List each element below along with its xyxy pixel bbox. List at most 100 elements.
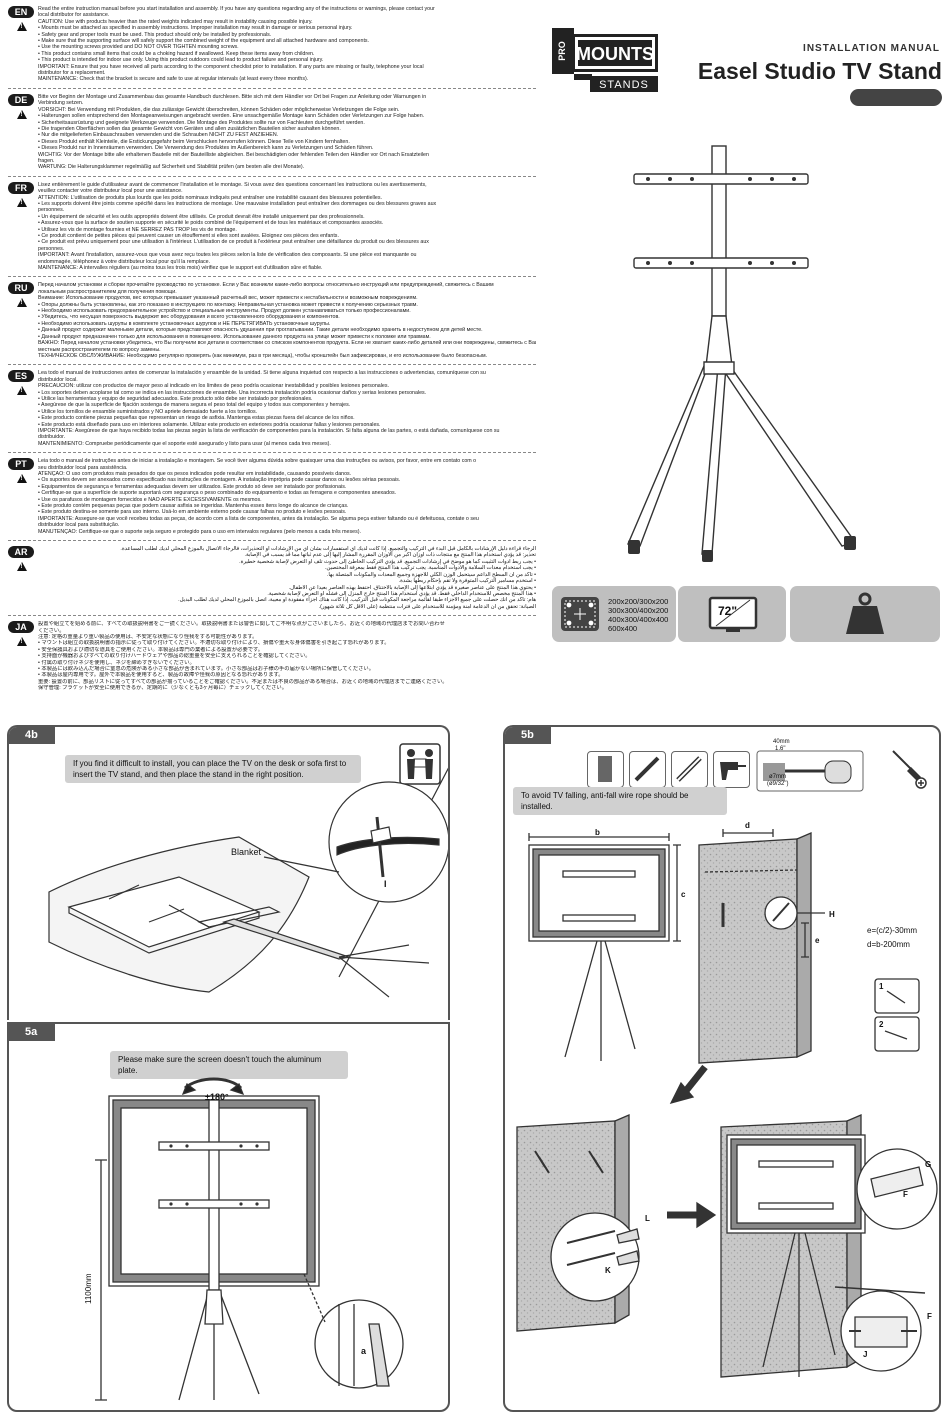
instruction-line: 注意: 定格の重量より重い製品の使用は、不安定な状態になり怪我をする可能性があり… — [38, 633, 258, 640]
formula-d: d=b-200mm — [867, 940, 910, 949]
instruction-line: • 本製品には飲み込んだ場合に窒息の危険がある小さな部品が含まれています。小さな… — [38, 665, 375, 672]
part-l: L — [645, 1214, 650, 1223]
lang-code-badge: ES — [8, 370, 34, 383]
instruction-line: تحذير: قد يؤدي استخدام هذا المنتج مع منت… — [244, 552, 536, 559]
level-tool-icon — [671, 751, 708, 788]
drill-diameter-in: (ø9/32") — [767, 781, 789, 787]
instruction-line: الصيانة: تحقق من أن الدعامة آمنة ومؤمنة … — [318, 603, 536, 610]
instruction-line: • 本製品は屋内専用です。屋外で本製品を使用すると、製品の故障や怪我の原因となる… — [38, 672, 284, 679]
instruction-line: Read the entire instruction manual befor… — [38, 6, 435, 12]
lang-code-badge: RU — [8, 282, 34, 295]
lang-code-badge: DE — [8, 93, 34, 106]
weight-capacity-card — [790, 586, 940, 642]
vesa-size: 400x300/400x400 — [608, 615, 669, 624]
promounts-logo: PRO MOUNTS STANDS — [552, 28, 658, 92]
instruction-line: distribuidor local para substituição. — [38, 522, 120, 529]
instruction-line: ATENÇÃO: O uso com produtos mais pesados… — [38, 471, 352, 477]
lang-block-ar: ARالرجاء قراءة دليل الإرشادات بالكامل قب… — [8, 546, 536, 617]
weight-capacity-icon — [846, 592, 884, 634]
instruction-line: местным распространителем по вопросу зам… — [38, 346, 161, 353]
lang-code-badge: EN — [8, 6, 34, 18]
part-f: F — [903, 1190, 908, 1199]
warning-triangle-icon — [17, 197, 27, 207]
part-h: H — [829, 910, 835, 919]
lang-block-en: EN Read the entire instruction manual bef… — [8, 6, 536, 89]
instruction-line: personnes. — [38, 207, 65, 214]
instruction-line: Bitte vor Beginn der Montage und Zusamme… — [38, 93, 427, 100]
instruction-line: Перед началом установки и сборки прочита… — [38, 282, 494, 289]
instruction-line: • Os suportes devem ser anexados como es… — [38, 477, 401, 484]
instruction-line: CAUTION: Use with products heavier than … — [38, 18, 313, 25]
blanket-label: Blanket — [231, 847, 262, 857]
instruction-line: • يحتوي هذا المنتج على عناصر صغيرة قد يؤ… — [288, 584, 536, 591]
instruction-line: MANTENIMIENTO: Compruebe periódicamente … — [38, 440, 331, 447]
instruction-line: • Utilice las herramientas y equipo de s… — [38, 395, 313, 402]
instruction-line: • This product contains small items that… — [38, 50, 315, 57]
instruction-line: • This product is intended for indoor us… — [38, 57, 324, 64]
part-g: G — [925, 1160, 931, 1169]
wall-panel-tool — [587, 751, 624, 788]
dim-e: e — [815, 936, 820, 945]
drill-diameter-mm: ø7mm — [769, 774, 786, 780]
lang-block-es: ESLea todo el manual de instrucciones an… — [8, 370, 536, 454]
step-5a-illustration: ±180° 1100mm a — [84, 1077, 404, 1401]
drill-icon — [713, 751, 750, 788]
instruction-line: • 安全保護具および適切な道具をご使用ください。本製品は専門の業者による設置が必… — [38, 646, 264, 653]
instruction-line: distributor for a replacement. — [38, 70, 106, 77]
step-4b-note: If you find it difficult to install, you… — [65, 755, 361, 783]
language-instructions: EN Read the entire instruction manual bef… — [8, 6, 536, 702]
instruction-line: Verbindung setzen. — [38, 100, 84, 107]
title-pill-decoration — [850, 89, 942, 106]
instruction-line: • マウントは組立の取扱説明書の指示に従って取り付けてください。不適切な取り付け… — [38, 640, 390, 647]
instruction-line: ТЕХНИЧЕСКОЕ ОБСЛУЖИВАНИЕ: Необходимо рег… — [38, 352, 488, 359]
instruction-line: 重要: 設置の前に、部品リストに従ってすべての部品が揃っていることをご確認くださ… — [38, 678, 448, 685]
formula-e: e=(c/2)-30mm — [867, 926, 917, 935]
step-tag: 5b — [505, 727, 551, 744]
instruction-line: الرجاء قراءة دليل الإرشادات بالكامل قبل … — [120, 546, 536, 553]
instruction-line: • Les supports doivent être joints comme… — [38, 200, 437, 207]
step-4b-panel: 4b If you find it difficult to install, … — [7, 725, 450, 1020]
tv-size-icon — [708, 596, 758, 632]
instruction-line: endommagée, téléphonez à votre distribut… — [38, 258, 211, 265]
step-5b-illustration: b c d e H K L G F F J 1 2 e=(c/2)-30mm d… — [516, 821, 938, 1378]
instruction-line: Внимание: Использование продуктов, вес к… — [38, 295, 418, 302]
logo-top-text: PRO — [557, 41, 567, 61]
vesa-pattern-icon — [561, 597, 599, 631]
instruction-line: IMPORTANT: Avant l'installation, assurez… — [38, 252, 417, 259]
lang-block-ru: RU Перед началом установки и сборки прочи… — [8, 282, 536, 366]
step-5b-panel: 5b 40mm 1.6" ø7mm (ø9/32") To avoid TV f… — [503, 725, 941, 1412]
instruction-line: PRECAUCIÓN: utilizar con productos de ma… — [38, 383, 389, 390]
instruction-line: WICHTIG: Vor der Montage bitte alle erha… — [38, 151, 429, 158]
dim-b: b — [595, 828, 600, 837]
part-j: J — [863, 1350, 867, 1359]
instruction-line: MAINTENANCE: A intervalles réguliers (au… — [38, 265, 323, 272]
instruction-line: локальным распространителем для получени… — [38, 288, 177, 295]
warning-triangle-icon — [17, 562, 27, 572]
instruction-line: • Equipamentos de segurança e ferramenta… — [38, 483, 347, 490]
instruction-line: IMPORTANT: Ensure that you have received… — [38, 63, 424, 70]
instruction-line: 保守管理: ブラケットが安全に使用できるか、定期的に（少なくとも3ヶ月毎に）チェ… — [38, 685, 288, 692]
instruction-line: • هذا المنتج مخصص للاستخدام الداخلي فقط.… — [267, 590, 536, 597]
instruction-line: • Dieses Produkt nur in Innenräumen verw… — [38, 145, 374, 152]
instruction-line: • Необходимо использовать шурупы в компл… — [38, 320, 331, 327]
instruction-line: fragen. — [38, 157, 55, 164]
step-5b-note: To avoid TV falling, anti-fall wire rope… — [513, 787, 727, 815]
instruction-line: • Safety gear and proper tools must be u… — [38, 31, 272, 38]
instruction-line: • تأكد من أن السطح الداعم سيتحمل الوزن ا… — [326, 571, 536, 578]
instruction-line: • Los soportes deben acoplarse tal como … — [38, 389, 427, 396]
instruction-line: distribuidor. — [38, 434, 66, 441]
instruction-line: ATTENTION: L'utilisation de produits plu… — [38, 194, 382, 201]
warning-triangle-icon — [17, 298, 27, 308]
drill-depth-in: 1.6" — [775, 746, 786, 752]
instruction-line: IMPORTANTE: Asegúrese de que haya recibi… — [38, 427, 500, 434]
instruction-line: local distributor for assistance. — [38, 12, 110, 19]
instruction-line: • استخدم مسامير التركيب المتوفرة ولا تقم… — [398, 578, 536, 585]
instruction-line: MANUTENÇÃO: Certifique-se que o suporte … — [38, 528, 361, 535]
easel-stand-illustration — [627, 145, 857, 562]
vesa-spec-card: 200x200/300x200 300x300/400x200 400x300/… — [552, 586, 676, 642]
instruction-line: • Asegúrese de que la superficie de fija… — [38, 402, 351, 409]
instruction-line: • Utilice los tornillos de ensamble sumi… — [38, 408, 258, 415]
step-4b-illustration: Blanket I — [48, 767, 448, 998]
instruction-line: • Use os parafusos de montagem fornecido… — [38, 496, 262, 503]
instruction-line: • Assurez-vous que la surface de soutien… — [38, 220, 384, 227]
